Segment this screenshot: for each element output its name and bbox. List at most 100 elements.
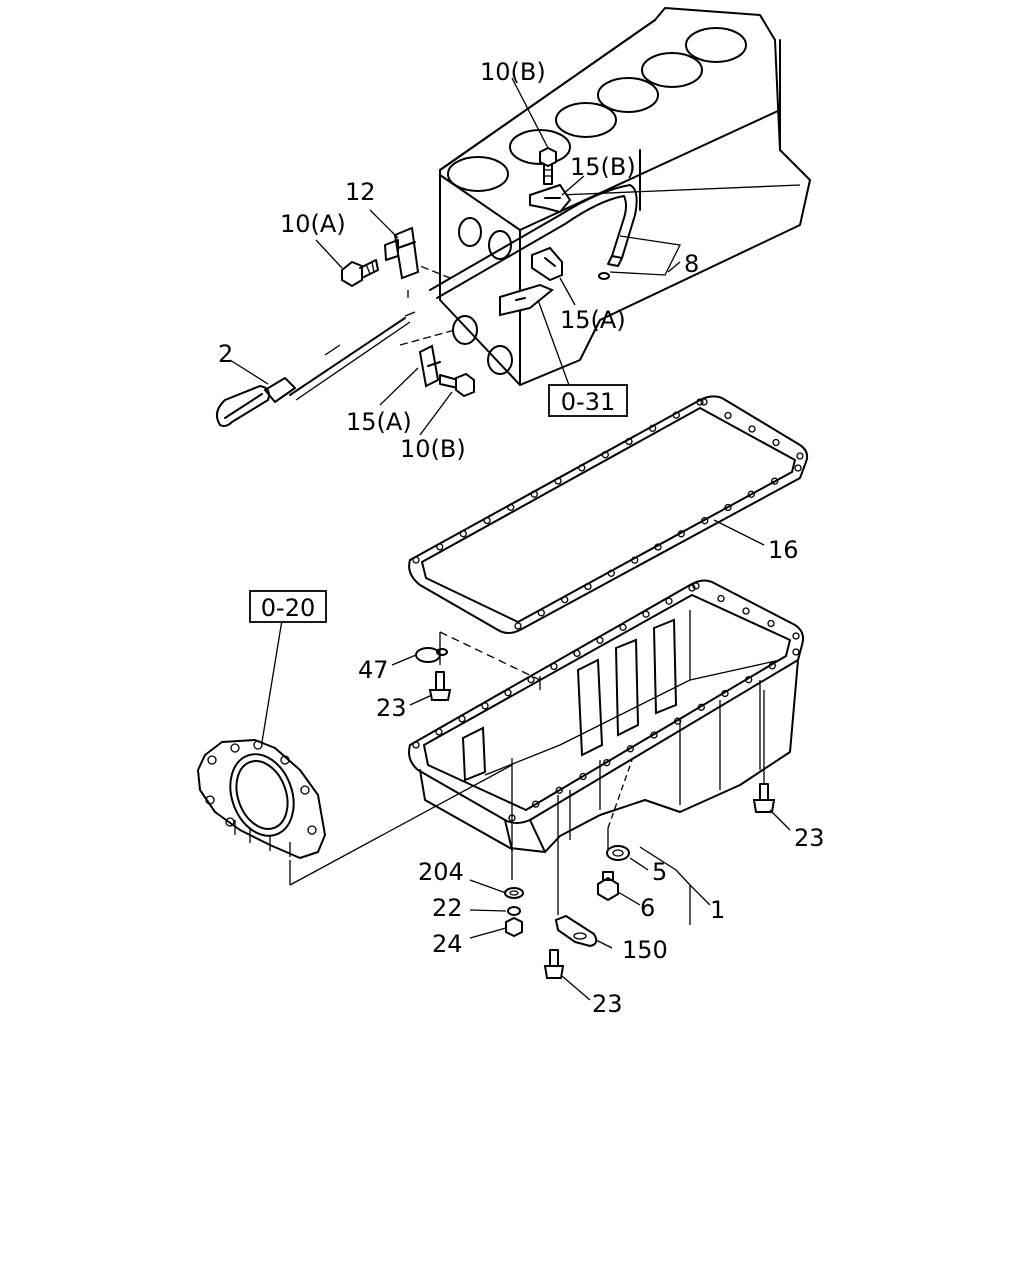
clamp-15b — [529, 183, 572, 214]
bolt-hole — [481, 702, 489, 710]
callout-204: 204 — [418, 858, 464, 886]
bolt-hole — [619, 623, 627, 631]
bolt-hole — [768, 662, 776, 670]
bolt-hole — [688, 584, 696, 592]
bolt-hole — [435, 728, 443, 736]
bracket-12 — [384, 226, 420, 280]
bolt-hole — [792, 648, 800, 656]
bolt-hole — [742, 607, 750, 615]
bolt-10a — [341, 259, 379, 288]
callout-10b-top: 10(B) — [480, 58, 546, 86]
bolt-hole — [677, 530, 685, 538]
bolt-hole — [532, 800, 540, 808]
bolt-hole — [649, 424, 657, 432]
bolt-hole — [579, 772, 587, 781]
bolt-hole — [642, 610, 650, 618]
bolt-hole — [607, 569, 615, 577]
leader-lines — [229, 77, 791, 1001]
bolt-hole — [507, 503, 515, 511]
bolt-hole — [701, 517, 709, 525]
bolt-hole — [674, 717, 682, 725]
callout-15a-right: 15(A) — [560, 306, 626, 334]
clamp-15a-right — [531, 246, 563, 282]
bolt-hole — [692, 582, 700, 590]
bolt-hole — [625, 437, 633, 446]
bolt-hole — [771, 477, 779, 485]
bolt-hole — [554, 477, 562, 485]
bolt-hole — [561, 596, 569, 604]
reference-box-020[interactable]: 0-20 — [249, 590, 327, 623]
bolt-23-bottom — [543, 949, 565, 979]
callout-5: 5 — [652, 858, 667, 886]
reference-box-031[interactable]: 0-31 — [548, 384, 628, 417]
bolt-hole — [458, 715, 466, 723]
washer-5 — [606, 845, 630, 861]
callout-150: 150 — [622, 936, 668, 964]
bolt-hole — [626, 745, 634, 753]
bolt-hole — [665, 597, 673, 605]
bolt-hole — [650, 731, 658, 739]
oil-pan-1 — [408, 579, 805, 853]
flange-bolt-holes — [412, 398, 804, 822]
bolt-hole — [573, 649, 581, 658]
bolt-hole — [794, 464, 802, 472]
washer-22 — [507, 906, 521, 916]
reference-label-031: 0-31 — [561, 388, 615, 416]
bolt-hole — [792, 632, 800, 640]
bolt-hole — [601, 451, 609, 459]
callout-2: 2 — [218, 340, 233, 368]
bolt-hole — [748, 425, 756, 433]
bolt-hole — [514, 622, 522, 630]
drain-plug-6 — [597, 871, 619, 902]
washer-47 — [415, 647, 448, 663]
bolt-hole — [483, 516, 491, 525]
bolt-hole — [796, 452, 804, 460]
clamp-15a-left — [418, 344, 441, 388]
callout-10a: 10(A) — [280, 210, 346, 238]
callout-1: 1 — [710, 896, 725, 924]
callout-15b: 15(B) — [570, 153, 636, 181]
engine-block — [439, 7, 811, 386]
callout-6: 6 — [640, 894, 655, 922]
bolt-hole — [537, 609, 545, 617]
callout-23-right: 23 — [794, 824, 825, 852]
callout-47: 47 — [358, 656, 389, 684]
bolt-10b-top — [539, 146, 557, 185]
bolt-hole — [700, 398, 708, 406]
bolt-23-right — [752, 783, 776, 813]
nut-24 — [505, 916, 523, 938]
bolt-hole — [697, 703, 705, 711]
rear-seal-retainer — [197, 739, 326, 859]
bolt-hole — [672, 411, 680, 419]
callout-23-left: 23 — [376, 694, 407, 722]
bolt-hole — [412, 741, 420, 749]
callout-16: 16 — [768, 536, 799, 564]
callout-24: 24 — [432, 930, 463, 958]
bolt-10b-bottom — [439, 372, 475, 398]
callout-8: 8 — [684, 250, 699, 278]
washer-204 — [504, 887, 524, 899]
callout-12: 12 — [345, 178, 376, 206]
bolt-hole — [696, 398, 704, 406]
dipstick-assembly — [215, 184, 638, 427]
bolt-23-left — [428, 671, 452, 701]
bolt-hole — [584, 582, 592, 591]
bolt-hole — [530, 490, 538, 498]
bolt-hole — [459, 530, 467, 538]
bolt-hole — [717, 594, 725, 603]
bolt-hole — [747, 490, 755, 498]
bolt-hole — [555, 786, 563, 794]
callout-23-bottom: 23 — [592, 990, 623, 1018]
bracket-plate — [499, 283, 554, 317]
bolt-hole — [654, 543, 662, 551]
bolt-hole — [436, 543, 444, 551]
bolt-hole — [596, 636, 604, 644]
reference-label-020: 0-20 — [261, 594, 315, 622]
callout-10b-bottom: 10(B) — [400, 435, 466, 463]
bolt-hole — [724, 411, 732, 420]
callout-labels: 10(B) 15(B) 12 10(A) 8 15(A) 2 15(A) 10(… — [218, 58, 825, 1018]
washer-8 — [598, 235, 681, 280]
bolt-hole — [767, 619, 775, 628]
bolt-hole — [603, 759, 611, 767]
